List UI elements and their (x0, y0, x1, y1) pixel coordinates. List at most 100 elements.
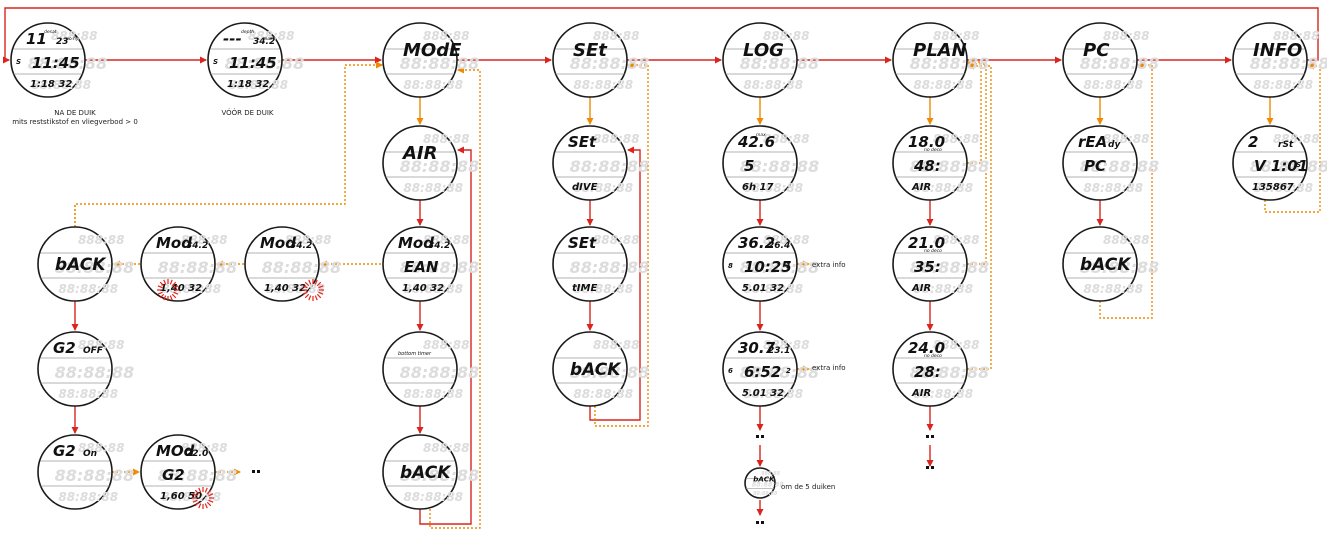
screen-row2: G2 (162, 466, 185, 484)
highlight-ray (204, 487, 208, 493)
screen-row1: 30.7 (738, 339, 776, 357)
ellipsis-dot (252, 470, 255, 473)
screen-row2: PC (1084, 157, 1106, 175)
screen-bezel (892, 125, 968, 201)
screen-bezel (37, 331, 113, 407)
screen-row1-small: 23.1 (768, 346, 790, 356)
screen-left: S (213, 58, 218, 66)
ghost-digits: 888:88 (248, 29, 295, 43)
screen-tag: max (263, 37, 273, 42)
ghost-digits: 88:88:88 (31, 78, 91, 92)
ellipsis-dot (761, 521, 764, 524)
ghost-digits: 88:88:88 (1253, 181, 1313, 195)
arrow-plan1-back (967, 58, 982, 164)
ghost-digits: 88:88:88 (573, 282, 633, 296)
ghost-digits: 888:88 (1103, 132, 1150, 146)
screen-right: 1 (786, 262, 791, 270)
screen-row1: INFO (1253, 40, 1302, 61)
screen-row1: 11 (26, 30, 47, 48)
ghost-digits: 888:88 (593, 233, 640, 247)
ghost-digits: 88:88:88 (573, 78, 633, 92)
ghost-digits: 888:88 (763, 29, 810, 43)
screen-bezel (1062, 22, 1138, 98)
highlight-ray (314, 295, 318, 301)
highlight-ray (169, 279, 173, 285)
screen-row1-small: 26.4 (768, 241, 790, 251)
screen-row2: bACK (570, 360, 622, 380)
ghost-digits: 88:88:88 (910, 363, 990, 382)
ellipsis-log (756, 435, 764, 438)
ghost-digits: 88:88:88 (1083, 282, 1143, 296)
screen-bezel (37, 434, 113, 510)
ellipsis-g2 (252, 470, 260, 473)
ellipsis-dot (926, 466, 929, 469)
ellipsis-dot (926, 435, 929, 438)
ghost-digits: 88:88:88 (913, 78, 973, 92)
ghost-digits: 888:88 (933, 233, 980, 247)
ghost-digits: 88:88:88 (265, 282, 325, 296)
ghost-digits: 888:88 (933, 132, 980, 146)
highlight-ray (157, 285, 163, 289)
screen-row3: 1,40 32 (160, 283, 202, 294)
screen-bezel (244, 226, 320, 302)
highlight-ray (208, 493, 214, 497)
screen-bezel (892, 22, 968, 98)
screen-row1: SEt (573, 40, 608, 61)
highlight-ray (308, 279, 312, 285)
ghost-digits: 888:88 (181, 441, 228, 455)
screen-row3: AIR (911, 283, 931, 294)
ghost-digits: 888:88 (423, 233, 470, 247)
screen-row3: tIME (572, 283, 597, 294)
highlight-ray (157, 291, 163, 295)
screen-row1: AIR (401, 143, 438, 164)
highlight-ray (206, 489, 212, 495)
ghost-digits: 88:88:88 (403, 387, 463, 401)
ghost-digits: 88:88:88 (1083, 78, 1143, 92)
highlight-ray (302, 285, 308, 289)
screen-bezel (1062, 226, 1138, 302)
screen-tag: no deco (924, 147, 942, 153)
highlight-ray (163, 295, 167, 301)
ghost-digits: 88:88:88 (158, 258, 238, 277)
ghost-digits: 88:88:88 (570, 363, 650, 382)
screen-bezel (552, 331, 628, 407)
ghost-digits: 888:88 (78, 338, 125, 352)
every-5-dives-label: om de 5 duiken (781, 483, 836, 491)
ghost-digits: 88:88:88 (400, 466, 480, 485)
screen-row2: 11:45 (32, 54, 80, 72)
ghost-digits: 88:88:88 (753, 491, 778, 497)
screen-bezel (552, 125, 628, 201)
arrow-g2back-to-mode (74, 61, 383, 227)
ghost-digits: 88:88:88 (262, 258, 342, 277)
highlight-ray (171, 281, 177, 287)
screen-bezel (892, 331, 968, 407)
screen-row3: 6h 17 (742, 182, 774, 193)
ellipsis-dot (931, 466, 934, 469)
screen-row2: 11:45 (229, 54, 277, 72)
ghost-digits: 888:88 (1273, 132, 1320, 146)
ellipsis-log-end (756, 521, 764, 524)
screen-row1: bACK (753, 474, 776, 483)
screen-row1-small: 34.2 (253, 37, 275, 47)
highlight-ray (204, 503, 208, 509)
ghost-digits: 88:88:88 (58, 490, 118, 504)
arrow-pcback-to-pc (1099, 61, 1153, 319)
arrow-back-to-air (419, 146, 472, 525)
screen-left: 6 (728, 367, 733, 375)
screen-row1: Mod (260, 234, 296, 252)
highlight-ray (159, 281, 165, 287)
screen-row1: MOdE (403, 40, 462, 61)
highlight-ray (318, 285, 324, 289)
screen-row1-small: 34.2 (186, 241, 208, 251)
screen-row2: 10:25 (744, 258, 792, 276)
screen-before-dive: 888:8888:88:8888:88:88depthmax---34.211:… (207, 22, 304, 98)
ghost-digits: 88:88:88 (1083, 181, 1143, 195)
